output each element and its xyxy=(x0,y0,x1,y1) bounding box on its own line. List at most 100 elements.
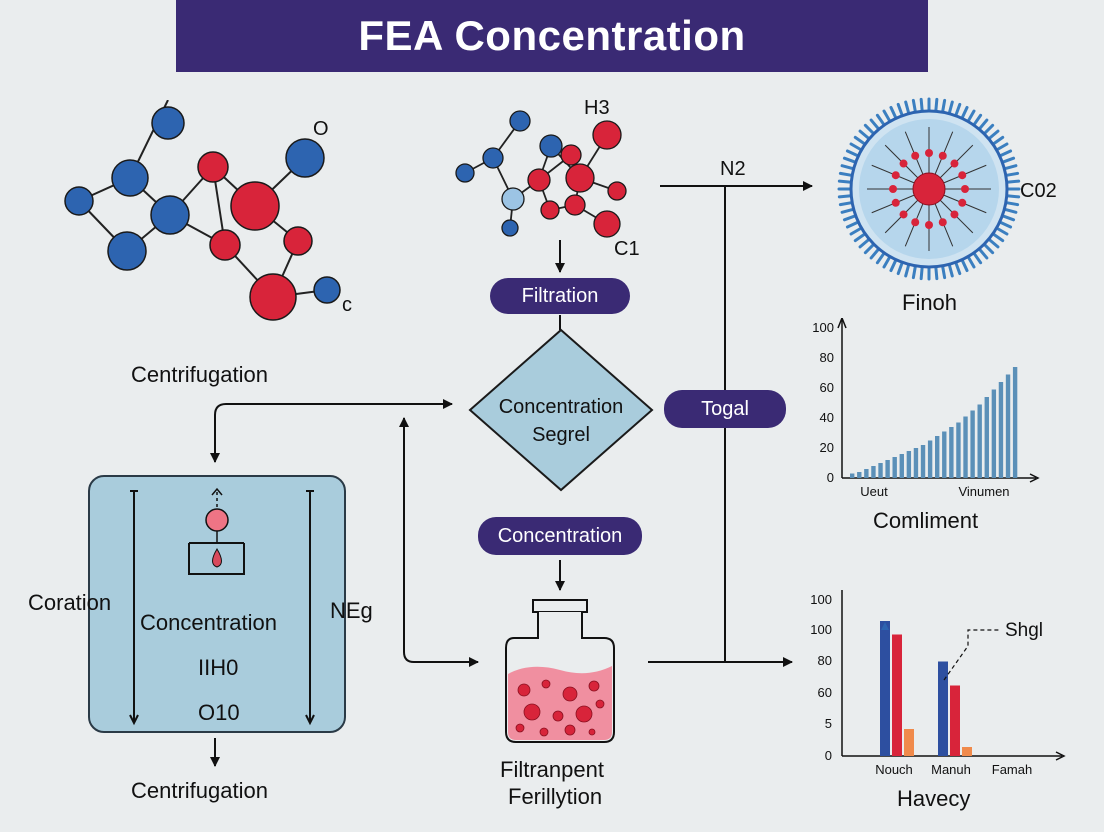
diamond-line2: Segrel xyxy=(532,424,590,446)
jar-caption-line2: Ferillytion xyxy=(508,784,603,809)
jar-bubble xyxy=(562,686,578,702)
chart-bottom-y-tick: 5 xyxy=(825,716,832,731)
chart-top-bar xyxy=(878,463,883,478)
micelle-core xyxy=(912,172,946,206)
chart-top-bar xyxy=(871,466,876,478)
label-o: O xyxy=(313,118,329,140)
chart-bottom-x-label: Famah xyxy=(992,762,1032,777)
chart-top-bar xyxy=(864,469,869,478)
chart-top-bar xyxy=(857,472,862,478)
title-banner: FEA Concentration xyxy=(176,0,928,72)
box-line2: IIH0 xyxy=(198,655,239,680)
jar-bubble xyxy=(575,705,593,723)
molecule-middle-icon xyxy=(455,110,627,238)
chart-bottom-y-tick: 100 xyxy=(810,622,832,637)
jar-bubble xyxy=(595,699,605,709)
jar-bubble xyxy=(552,710,564,722)
jar-bubble xyxy=(523,703,541,721)
chart-top-y-tick: 0 xyxy=(827,470,834,485)
molecule-left-icon xyxy=(64,100,341,321)
concentration-pill: Concentration xyxy=(478,517,642,555)
jar-bubble xyxy=(515,723,525,733)
chart-top-bar xyxy=(927,440,933,478)
box-brackets xyxy=(129,490,315,726)
chart-bottom-bar xyxy=(880,621,890,756)
chart-bottom-y-tick: 0 xyxy=(825,748,832,763)
jar-bubble xyxy=(541,679,551,689)
chart-top-bar xyxy=(920,445,926,478)
chart-top-bar xyxy=(885,460,890,478)
jar-caption-line1: Filtranpent xyxy=(500,757,604,782)
caption-centrifugation-bottom: Centrifugation xyxy=(131,778,268,803)
chart-top-bar xyxy=(998,382,1004,478)
chart-top-bar xyxy=(949,427,954,478)
chart-top-bar xyxy=(935,436,940,478)
chart-top-y-tick: 80 xyxy=(820,350,834,365)
chart-top-x-label: Ueut xyxy=(860,484,888,498)
filtration-pill: Filtration xyxy=(490,278,630,314)
jar-bubble xyxy=(539,727,549,737)
arrow-loop-to-jar xyxy=(403,420,479,667)
chart-bottom-bar xyxy=(950,685,960,756)
jar-icon xyxy=(505,599,615,743)
jar-bubble xyxy=(588,680,600,692)
label-n2: N2 xyxy=(720,158,746,180)
decision-diamond xyxy=(468,328,654,492)
jar-bubble xyxy=(517,683,531,697)
chart-bottom-x-label: Manuh xyxy=(931,762,971,777)
box-line3: O10 xyxy=(198,700,240,725)
chart-bottom-annotation: Shgl xyxy=(1005,620,1043,641)
chart-top-y-tick: 100 xyxy=(812,320,834,335)
dropper-icon xyxy=(188,487,245,575)
chart-top-bar xyxy=(991,389,997,478)
togal-pill: Togal xyxy=(664,390,786,428)
chart-top-bar xyxy=(892,457,897,478)
label-co2: C02 xyxy=(1020,180,1057,202)
label-c1: C1 xyxy=(614,238,640,260)
label-neg: NEg xyxy=(330,598,373,623)
chart-bottom-bar xyxy=(962,747,972,756)
chart-bottom-bar xyxy=(904,729,914,756)
chart-bottom-y-tick: 100 xyxy=(810,592,832,607)
chart-top-y-tick: 20 xyxy=(820,440,834,455)
micelle-icon xyxy=(837,97,1021,281)
chart-top-bar xyxy=(977,404,982,478)
page-title: FEA Concentration xyxy=(358,12,746,59)
chart-top-bar xyxy=(1005,374,1011,478)
chart-top-y-tick: 60 xyxy=(820,380,834,395)
arrow-box-to-diamond xyxy=(214,399,453,460)
label-c: c xyxy=(342,294,352,316)
chart-top-bar xyxy=(1012,367,1018,478)
chart-top-bar xyxy=(850,473,855,478)
caption-centrifugation-top: Centrifugation xyxy=(131,362,268,387)
chart-top-x-label: Vinumen xyxy=(958,484,1009,498)
diamond-line1: Concentration xyxy=(498,396,624,418)
chart-top-y-tick: 40 xyxy=(820,410,834,425)
chart-top-title: Comliment xyxy=(873,508,979,533)
chart-bottom-bar xyxy=(892,634,902,756)
chart-bottom-marker xyxy=(881,622,889,630)
chart-top-bar xyxy=(984,397,989,478)
chart-bottom-y-tick: 60 xyxy=(818,685,832,700)
caption-finoh: Finoh xyxy=(902,290,958,315)
chart-top-bar xyxy=(906,451,912,478)
chart-top-bar xyxy=(942,431,947,478)
chart-top-bar xyxy=(963,416,968,478)
chart-bottom-y-tick: 80 xyxy=(818,653,832,668)
chart-top-bar xyxy=(970,410,975,478)
label-coration: Coration xyxy=(28,590,112,615)
concentration-box xyxy=(88,475,346,733)
chart-bottom-title: Havecy xyxy=(897,786,971,811)
chart-bottom-x-label: Nouch xyxy=(875,762,913,777)
chart-top-bar xyxy=(913,448,919,478)
chart-bottom-bar xyxy=(938,661,948,756)
jar-bubble xyxy=(588,728,596,736)
label-h3: H3 xyxy=(584,97,610,119)
chart-top-bar xyxy=(956,422,961,478)
box-main-label: Concentration xyxy=(140,610,277,635)
chart-top-bar xyxy=(899,454,904,478)
chart-bottom-leader xyxy=(943,629,1000,681)
